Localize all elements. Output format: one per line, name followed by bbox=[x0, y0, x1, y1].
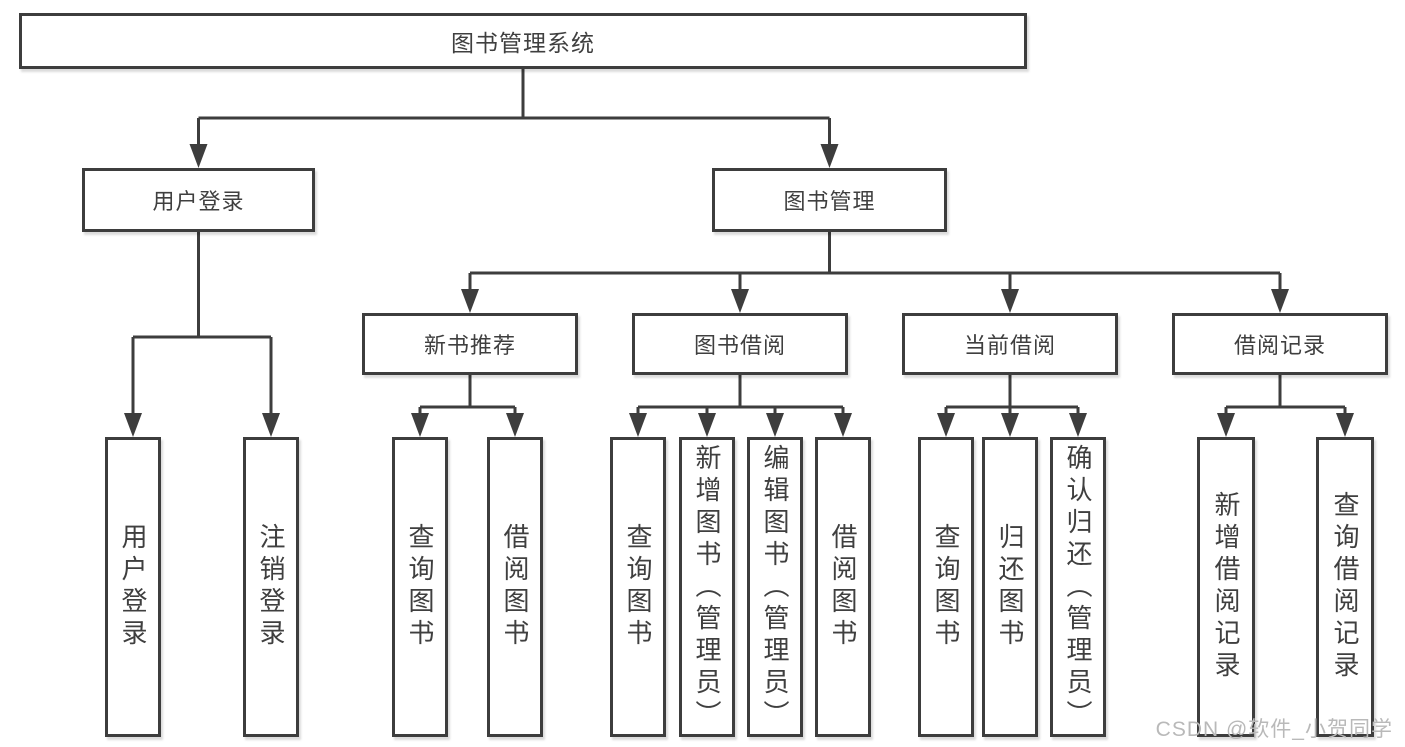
arrow-down-icon bbox=[1336, 413, 1354, 437]
arrow-down-icon bbox=[1217, 413, 1235, 437]
arrow-down-icon bbox=[937, 413, 955, 437]
leaf-label: 借阅图书 bbox=[500, 523, 530, 651]
arrow-down-icon bbox=[698, 413, 716, 437]
node-current-borrowing: 当前借阅 bbox=[902, 313, 1118, 375]
leaf-confirm-return-admin: 确认归还（管理员） bbox=[1050, 437, 1106, 737]
arrow-down-icon bbox=[189, 144, 208, 168]
connector-root-to-level2 bbox=[189, 69, 839, 168]
leaf-label: 归还图书 bbox=[995, 523, 1025, 651]
connector-borrowing-records-children bbox=[1217, 375, 1354, 437]
watermark: CSDN @软件_小贺同学 bbox=[1155, 718, 1393, 741]
leaf-label: 查询图书 bbox=[931, 523, 961, 651]
leaf-user-login: 用户登录 bbox=[105, 437, 161, 737]
leaf-query-books: 查询图书 bbox=[392, 437, 448, 737]
node-label: 借阅记录 bbox=[1233, 333, 1326, 358]
node-book-management: 图书管理 bbox=[712, 168, 947, 232]
arrow-down-icon bbox=[1001, 289, 1019, 313]
leaf-label: 新增图书（管理员） bbox=[692, 444, 722, 732]
node-book-borrowing: 图书借阅 bbox=[632, 313, 848, 375]
node-new-book-recommend: 新书推荐 bbox=[362, 313, 578, 375]
arrow-down-icon bbox=[1069, 413, 1087, 437]
arrow-down-icon bbox=[629, 413, 647, 437]
node-label: 新书推荐 bbox=[423, 333, 516, 358]
leaf-label: 借阅图书 bbox=[828, 523, 858, 651]
arrow-down-icon bbox=[411, 413, 429, 437]
node-label: 当前借阅 bbox=[963, 333, 1056, 358]
arrow-down-icon bbox=[461, 289, 479, 313]
leaf-borrow-books: 借阅图书 bbox=[815, 437, 871, 737]
leaf-label: 编辑图书（管理员） bbox=[760, 444, 790, 732]
arrow-down-icon bbox=[262, 413, 280, 437]
node-label: 图书借阅 bbox=[693, 333, 786, 358]
arrow-down-icon bbox=[506, 413, 524, 437]
connector-book-borrowing-children bbox=[629, 375, 852, 437]
node-user-login: 用户登录 bbox=[82, 168, 315, 232]
arrow-down-icon bbox=[731, 289, 749, 313]
leaf-label: 新增借阅记录 bbox=[1211, 491, 1241, 683]
node-label: 用户登录 bbox=[152, 189, 245, 214]
leaf-query-borrow-record: 查询借阅记录 bbox=[1316, 437, 1374, 737]
leaf-label: 确认归还（管理员） bbox=[1063, 444, 1093, 732]
leaf-label: 用户登录 bbox=[118, 523, 148, 651]
leaf-query-books: 查询图书 bbox=[610, 437, 666, 737]
leaf-return-books: 归还图书 bbox=[982, 437, 1038, 737]
arrow-down-icon bbox=[820, 144, 839, 168]
leaf-add-borrow-record: 新增借阅记录 bbox=[1197, 437, 1255, 737]
node-library-system: 图书管理系统 bbox=[19, 13, 1027, 69]
arrow-down-icon bbox=[1001, 413, 1019, 437]
connector-user-login-children bbox=[124, 232, 280, 437]
leaf-logout: 注销登录 bbox=[243, 437, 299, 737]
leaf-add-books-admin: 新增图书（管理员） bbox=[679, 437, 735, 737]
node-label: 图书管理 bbox=[783, 189, 876, 214]
arrow-down-icon bbox=[766, 413, 784, 437]
leaf-label: 查询图书 bbox=[405, 523, 435, 651]
arrow-down-icon bbox=[124, 413, 142, 437]
arrow-down-icon bbox=[834, 413, 852, 437]
connector-current-borrowing-children bbox=[937, 375, 1087, 437]
leaf-edit-books-admin: 编辑图书（管理员） bbox=[747, 437, 803, 737]
leaf-borrow-books: 借阅图书 bbox=[487, 437, 543, 737]
connector-book-management-children bbox=[461, 232, 1289, 313]
leaf-query-books: 查询图书 bbox=[918, 437, 974, 737]
connector-new-book-children bbox=[411, 375, 524, 437]
leaf-label: 查询图书 bbox=[623, 523, 653, 651]
node-borrowing-records: 借阅记录 bbox=[1172, 313, 1388, 375]
leaf-label: 查询借阅记录 bbox=[1330, 491, 1360, 683]
node-label: 图书管理系统 bbox=[451, 30, 595, 56]
arrow-down-icon bbox=[1271, 289, 1289, 313]
leaf-label: 注销登录 bbox=[256, 523, 286, 651]
